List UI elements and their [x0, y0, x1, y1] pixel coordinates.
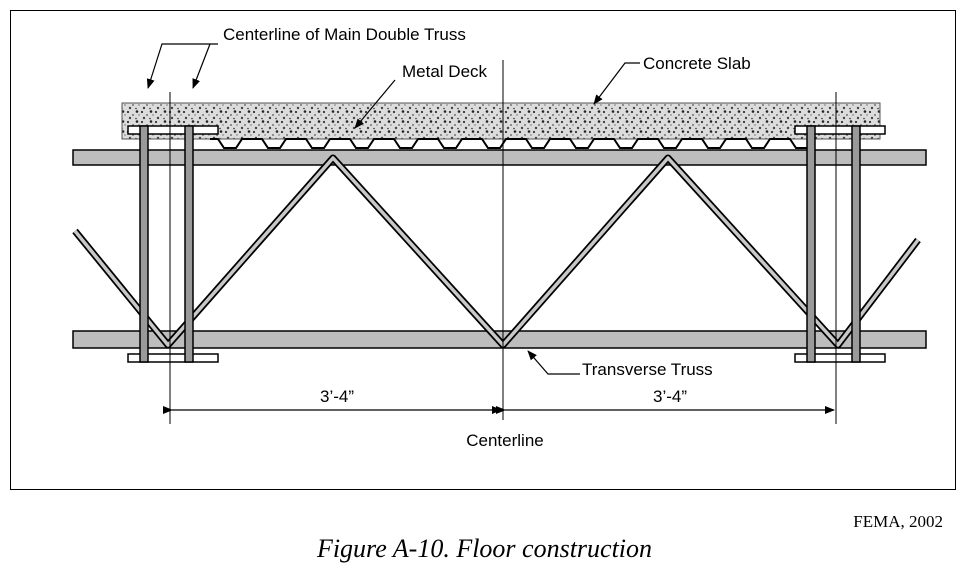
- leader-centerline-main-truss-1: [146, 43, 218, 89]
- figure-caption: Figure A-10. Floor construction: [316, 534, 653, 563]
- leader-metal-deck: [354, 79, 396, 129]
- label-transverse-truss: Transverse Truss: [582, 360, 713, 379]
- top-chord: [72, 149, 927, 166]
- label-metal-deck: Metal Deck: [402, 62, 488, 81]
- metal-deck: [210, 138, 808, 149]
- source-credit: FEMA, 2002: [853, 512, 943, 531]
- diagram-frame: [10, 10, 956, 490]
- concrete-slab: [121, 102, 881, 140]
- label-centerline-main-truss: Centerline of Main Double Truss: [223, 25, 466, 44]
- leader-transverse-truss: [527, 350, 580, 375]
- leader-concrete-slab: [593, 62, 640, 105]
- label-dimension-left: 3’-4”: [320, 387, 354, 406]
- floor-construction-diagram: Centerline of Main Double Truss Metal De…: [72, 25, 927, 450]
- main-double-truss-left: [127, 125, 219, 363]
- transverse-truss-web: [72, 154, 921, 349]
- label-concrete-slab: Concrete Slab: [643, 54, 751, 73]
- label-centerline: Centerline: [466, 431, 544, 450]
- label-dimension-right: 3’-4”: [653, 387, 687, 406]
- main-double-truss-right: [794, 125, 886, 363]
- leader-centerline-main-truss-2: [192, 43, 211, 89]
